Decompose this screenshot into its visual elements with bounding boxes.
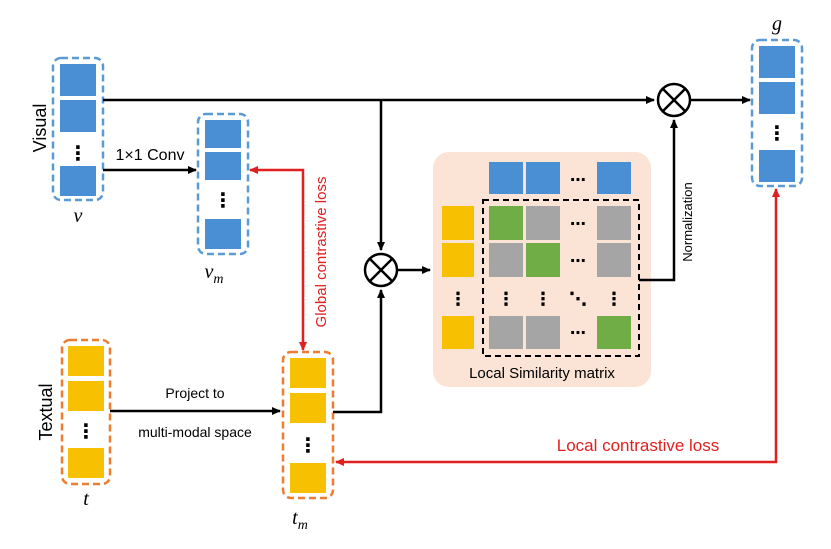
vector-vm-cell (205, 120, 241, 148)
vector-vm: ⋮ (196, 112, 250, 256)
vector-g: ⋮ (750, 38, 804, 188)
vector-tm-cell (290, 463, 326, 493)
multiply-operator-mid (363, 252, 399, 288)
matrix-cell (526, 316, 560, 349)
vector-tm-border (281, 350, 335, 500)
vector-g-border (750, 38, 804, 188)
matrix-hdots: ⋯ (570, 325, 586, 342)
vector-t-border (60, 338, 112, 486)
matrix-cell-match (526, 243, 560, 277)
vector-tm: ⋮ (281, 350, 335, 500)
vector-g-cell (759, 82, 795, 114)
vector-t-cell (68, 346, 104, 376)
vector-vm-cell (205, 219, 241, 249)
vector-v-cell (60, 64, 96, 96)
normalization-label: Normalization (680, 182, 695, 261)
matrix-cell (597, 243, 631, 277)
vector-vm-cell (205, 152, 241, 180)
vector-v-border (51, 56, 105, 202)
vector-v-cell (60, 166, 96, 196)
panel-visual-cell (489, 162, 523, 194)
vector-v: ⋮ (51, 56, 105, 202)
matrix-cell (597, 206, 631, 240)
matrix-cell (489, 243, 523, 277)
panel-text-cell (442, 206, 474, 240)
vector-v-label: v (74, 205, 83, 227)
matrix-vdots: ⋮ (605, 289, 623, 309)
conv-label: 1×1 Conv (116, 147, 185, 164)
matrix-cell (526, 206, 560, 240)
matrix-cell-match (489, 206, 523, 240)
vector-v-cell (60, 100, 96, 132)
vector-vm-sub: m (213, 272, 223, 287)
panel-visual-row: ⋯ (489, 162, 631, 194)
vector-vm-base: v (204, 261, 213, 283)
matrix-hdots: ⋯ (570, 216, 586, 233)
panel-visual-cell (597, 162, 631, 194)
vector-g-cell (759, 46, 795, 78)
project-label-line2: multi-modal space (138, 424, 252, 440)
vector-vm-label: vm (204, 261, 223, 287)
panel-visual-hdots: ⋯ (570, 172, 586, 189)
vector-tm-vdots: ⋮ (298, 435, 318, 457)
panel-visual-cell (526, 162, 560, 194)
vector-g-vdots: ⋮ (767, 123, 787, 145)
matrix-hdots: ⋯ (570, 253, 586, 270)
panel-text-cell (442, 243, 474, 277)
textual-label: Textual (36, 383, 56, 440)
global-contrastive-loss-arrow (249, 166, 307, 351)
vector-v-vdots: ⋮ (68, 143, 88, 165)
vector-g-cell (759, 150, 795, 182)
panel-text-vdots: ⋮ (449, 289, 467, 309)
vector-g-label: g (772, 13, 782, 35)
vector-t-vdots: ⋮ (76, 421, 96, 443)
matrix-cell-match (597, 316, 631, 349)
vector-tm-cell (290, 358, 326, 388)
vector-t: ⋮ (60, 338, 112, 486)
vector-tm-label: tm (292, 507, 308, 533)
matrix-vdots: ⋮ (534, 289, 552, 309)
vector-t-cell (68, 381, 104, 411)
vector-vm-vdots: ⋮ (213, 190, 233, 212)
vector-tm-base: t (292, 507, 298, 529)
matrix-ddots: ⋱ (569, 289, 587, 309)
matrix-cell (489, 316, 523, 349)
panel-text-cell (442, 316, 474, 349)
vector-vm-border (196, 112, 250, 256)
vector-t-cell (68, 448, 104, 478)
matrix-caption: Local Similarity matrix (469, 365, 615, 382)
local-contrastive-loss-arrow (335, 188, 780, 466)
project-label-line1: Project to (165, 385, 224, 401)
global-contrastive-loss-label: Global contrastive loss (313, 177, 330, 328)
multiply-operator-top (656, 82, 692, 118)
vector-tm-cell (290, 393, 326, 423)
vector-tm-sub: m (298, 518, 308, 533)
arrow-tm-to-mid-multiply (333, 289, 385, 414)
matrix-vdots: ⋮ (497, 289, 515, 309)
vector-t-label: t (83, 488, 89, 510)
visual-label: Visual (30, 104, 50, 153)
local-contrastive-loss-label: Local contrastive loss (557, 436, 720, 455)
